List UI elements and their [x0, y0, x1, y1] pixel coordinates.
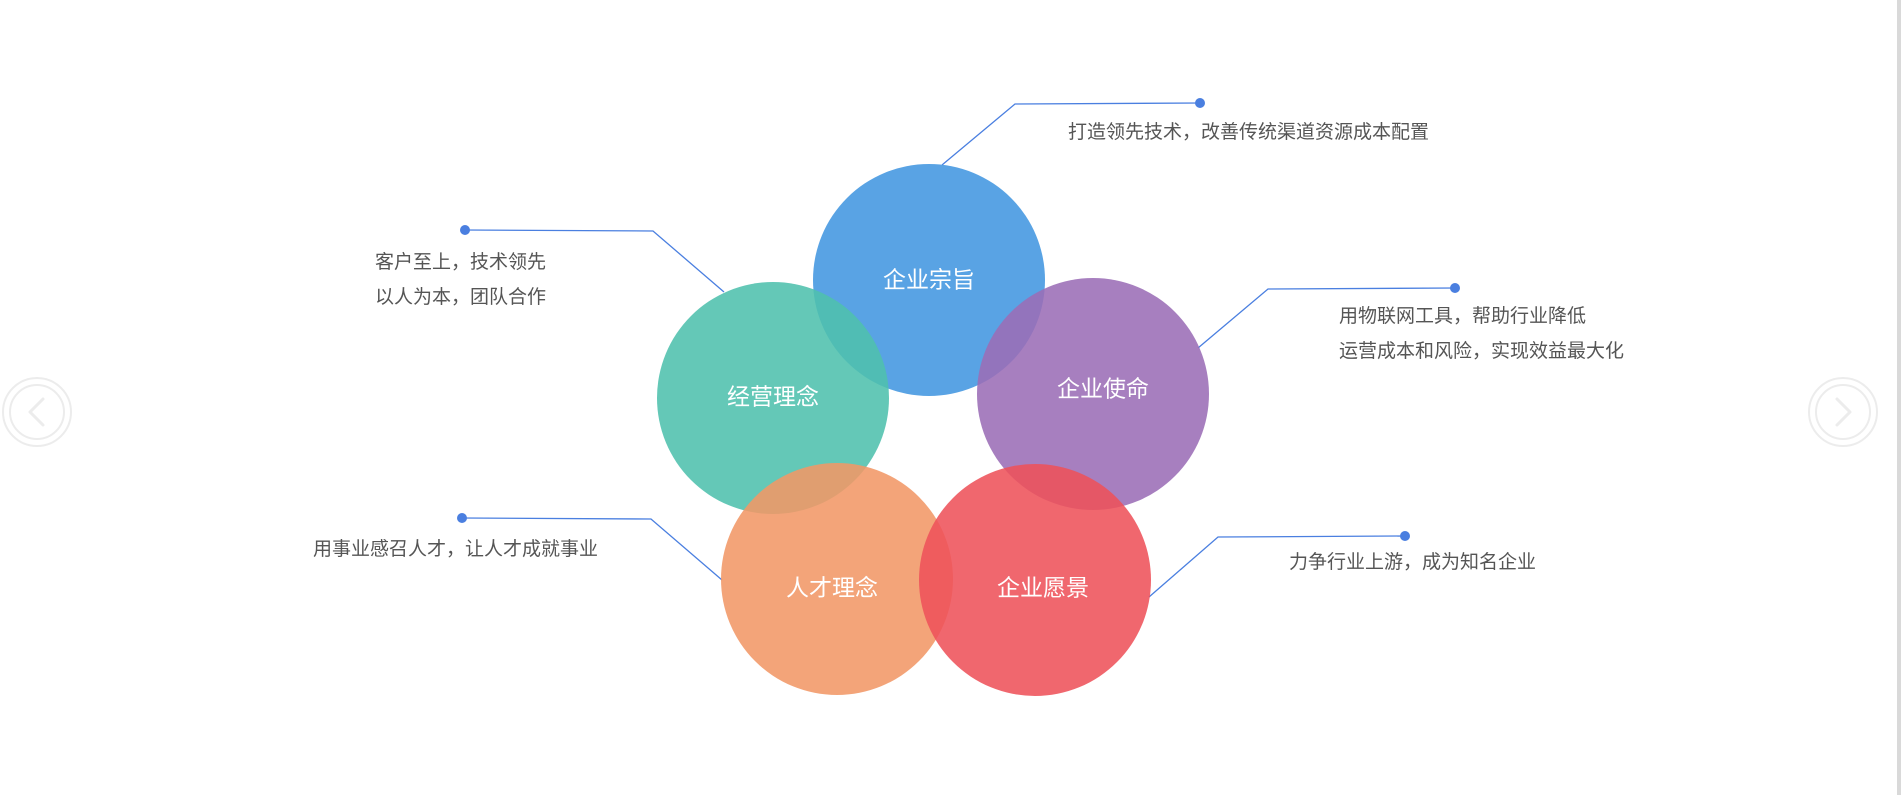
- next-slide-button[interactable]: [1806, 375, 1880, 449]
- connector-mission: [941, 102, 1201, 166]
- connector-talent: [461, 517, 723, 581]
- callout-vision-line-1: 力争行业上游，成为知名企业: [1289, 551, 1536, 573]
- venn-circles: [657, 164, 1209, 696]
- circle-label-goal: 企业使命: [1057, 377, 1149, 403]
- circle-philosophy: [657, 282, 889, 514]
- connector-dot-goal: [1450, 283, 1460, 293]
- prev-slide-button[interactable]: [0, 375, 74, 449]
- callout-philosophy-line-2: 以人为本，团队合作: [375, 286, 546, 308]
- circle-label-philosophy: 经营理念: [727, 385, 819, 411]
- connector-dot-philosophy: [460, 225, 470, 235]
- right-edge-divider: [1897, 0, 1901, 795]
- callout-talent-line-1: 用事业感召人才，让人才成就事业: [313, 538, 598, 560]
- connector-dot-talent: [457, 513, 467, 523]
- circle-talent: [721, 463, 953, 695]
- callout-texts: 打造领先技术，改善传统渠道资源成本配置 客户至上，技术领先 以人为本，团队合作 …: [313, 121, 1624, 573]
- chevron-left-icon: [2, 377, 72, 447]
- callout-philosophy-line-1: 客户至上，技术领先: [375, 251, 546, 273]
- circle-vision: [919, 464, 1151, 696]
- chevron-right-icon: [1808, 377, 1878, 447]
- callout-goal-line-1: 用物联网工具，帮助行业降低: [1339, 305, 1586, 327]
- circle-label-mission: 企业宗旨: [883, 268, 975, 294]
- callout-connectors: [457, 98, 1460, 598]
- circle-labels: 企业宗旨 经营理念 企业使命 人才理念 企业愿景: [727, 268, 1149, 602]
- circle-label-vision: 企业愿景: [997, 576, 1089, 602]
- callout-goal-line-2: 运营成本和风险，实现效益最大化: [1339, 340, 1624, 362]
- callout-mission-line-1: 打造领先技术，改善传统渠道资源成本配置: [1068, 121, 1429, 143]
- connector-dot-mission: [1195, 98, 1205, 108]
- connector-dot-vision: [1400, 531, 1410, 541]
- connector-vision: [1148, 535, 1406, 598]
- circle-label-talent: 人才理念: [786, 576, 878, 602]
- connector-goal: [1197, 287, 1456, 349]
- circle-goal: [977, 278, 1209, 510]
- connector-philosophy: [464, 229, 725, 293]
